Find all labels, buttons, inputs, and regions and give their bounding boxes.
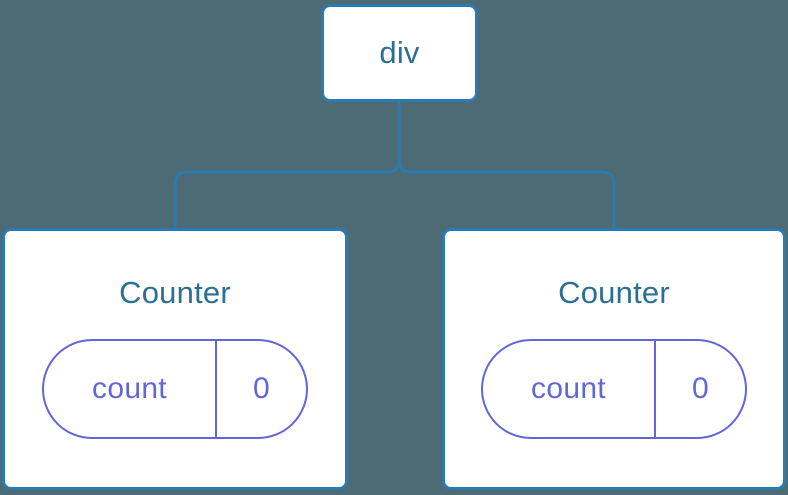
state-value-cell-left: 0 bbox=[217, 341, 306, 437]
connector-to-right-child bbox=[397, 101, 616, 230]
node-counter-right[interactable]: Counter count 0 bbox=[442, 228, 786, 490]
node-counter-left-label: Counter bbox=[119, 275, 231, 310]
state-key-cell-left: count bbox=[44, 341, 217, 437]
node-counter-right-label: Counter bbox=[558, 275, 670, 310]
state-key-label-right: count bbox=[531, 372, 606, 405]
state-pill-left: count 0 bbox=[42, 339, 308, 439]
state-value-label-right: 0 bbox=[692, 372, 709, 405]
state-key-cell-right: count bbox=[483, 341, 656, 437]
node-div-label: div bbox=[379, 35, 420, 70]
state-value-cell-right: 0 bbox=[656, 341, 745, 437]
state-key-label-left: count bbox=[92, 372, 167, 405]
node-div[interactable]: div bbox=[321, 4, 478, 102]
state-value-label-left: 0 bbox=[253, 372, 270, 405]
state-pill-right: count 0 bbox=[481, 339, 747, 439]
connector-to-left-child bbox=[173, 101, 401, 230]
node-counter-left[interactable]: Counter count 0 bbox=[2, 228, 348, 490]
